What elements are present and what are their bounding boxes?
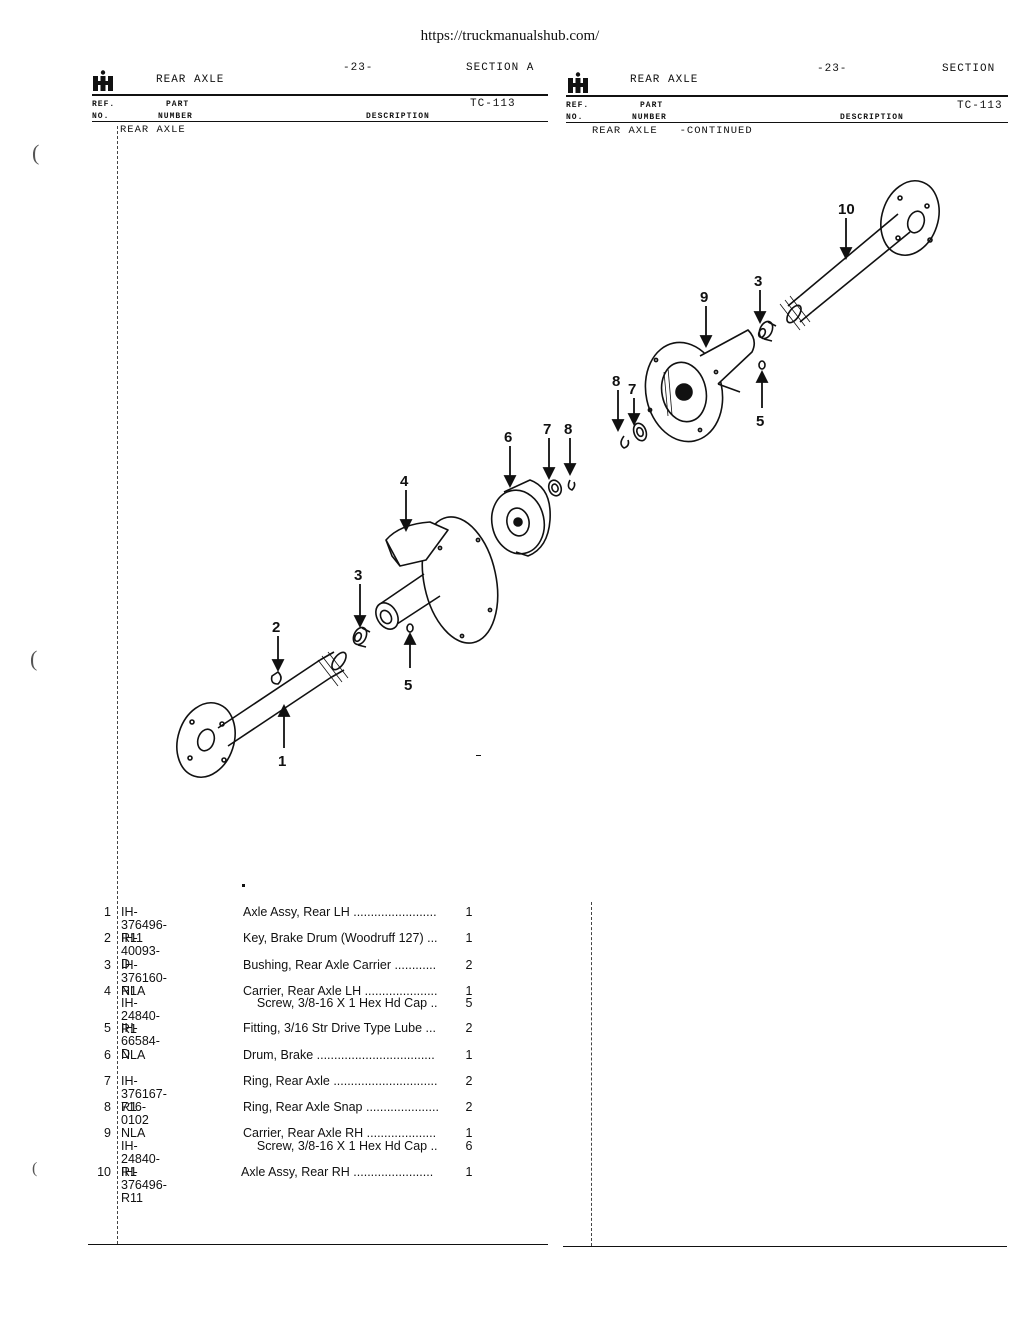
margin-mark: ( [32, 140, 40, 165]
right-part-label: PART [640, 101, 664, 110]
right-section: SECTION [942, 63, 996, 75]
stray-mark [476, 755, 481, 756]
ring-lh [547, 479, 563, 497]
bushing-rh [757, 320, 777, 342]
snap-ring-rh [620, 435, 630, 449]
callout-1: 1 [278, 753, 286, 770]
callout-4: 4 [400, 473, 409, 490]
left-column-divider [117, 126, 118, 1244]
snap-ring-lh [567, 479, 576, 491]
left-group-title: REAR AXLE [120, 124, 186, 136]
right-description-label: DESCRIPTION [840, 113, 904, 122]
margin-mark: ( [32, 1160, 38, 1177]
rear-axle-exploded-diagram: 10 3 5 9 8 7 6 7 8 4 3 5 2 1 [176, 180, 940, 778]
brake-drum [490, 479, 551, 557]
carrier-rh [644, 329, 756, 443]
stray-mark [242, 884, 245, 887]
left-page-number: -23- [343, 62, 374, 74]
fitting-rh [758, 360, 766, 370]
bushing-lh [352, 626, 371, 648]
left-part-label: PART [166, 100, 190, 109]
left-no-label: NO. [92, 112, 110, 121]
callout-9: 9 [700, 289, 708, 306]
callout-7-rh: 7 [628, 381, 636, 398]
left-title: REAR AXLE [156, 74, 225, 86]
right-colhead-rule [566, 122, 1008, 123]
callout-2: 2 [272, 619, 280, 636]
carrier-lh [375, 516, 499, 644]
ih-logo-icon [93, 70, 113, 91]
margin-mark: ( [30, 646, 38, 671]
right-page-number: -23- [817, 63, 848, 75]
left-description-label: DESCRIPTION [366, 112, 430, 121]
left-model: TC-113 [470, 98, 516, 110]
left-ref-label: REF. [92, 100, 116, 109]
right-group-title: REAR AXLE -CONTINUED [592, 125, 753, 137]
callout-8-rh: 8 [612, 373, 620, 390]
brake-drum-key [270, 671, 282, 685]
right-footer-rule [563, 1246, 1007, 1247]
right-model: TC-113 [957, 100, 1003, 112]
right-number-label: NUMBER [632, 113, 667, 122]
left-number-label: NUMBER [158, 112, 193, 121]
left-header-rule [92, 94, 548, 96]
axle-rh [779, 180, 940, 331]
right-ref-label: REF. [566, 101, 590, 110]
axle-lh [176, 651, 349, 778]
callout-10: 10 [838, 201, 855, 218]
callout-3-lh: 3 [354, 567, 362, 584]
left-section: SECTION A [466, 62, 535, 74]
right-title: REAR AXLE [630, 74, 699, 86]
callout-6: 6 [504, 429, 512, 446]
callout-5-lh: 5 [404, 677, 412, 694]
left-colhead-rule [92, 121, 548, 122]
left-footer-rule [88, 1244, 548, 1245]
callout-7-lh: 7 [543, 421, 551, 438]
source-url: https://truckmanualshub.com/ [420, 28, 600, 44]
right-header-rule [566, 95, 1008, 97]
callout-8-lh: 8 [564, 421, 572, 438]
fitting-lh [406, 623, 414, 633]
ring-rh [632, 422, 648, 442]
right-no-label: NO. [566, 113, 584, 122]
right-column-divider [591, 902, 592, 1246]
callout-3-rh: 3 [754, 273, 762, 290]
callout-5-rh: 5 [756, 413, 764, 430]
ih-logo-icon [568, 72, 588, 93]
